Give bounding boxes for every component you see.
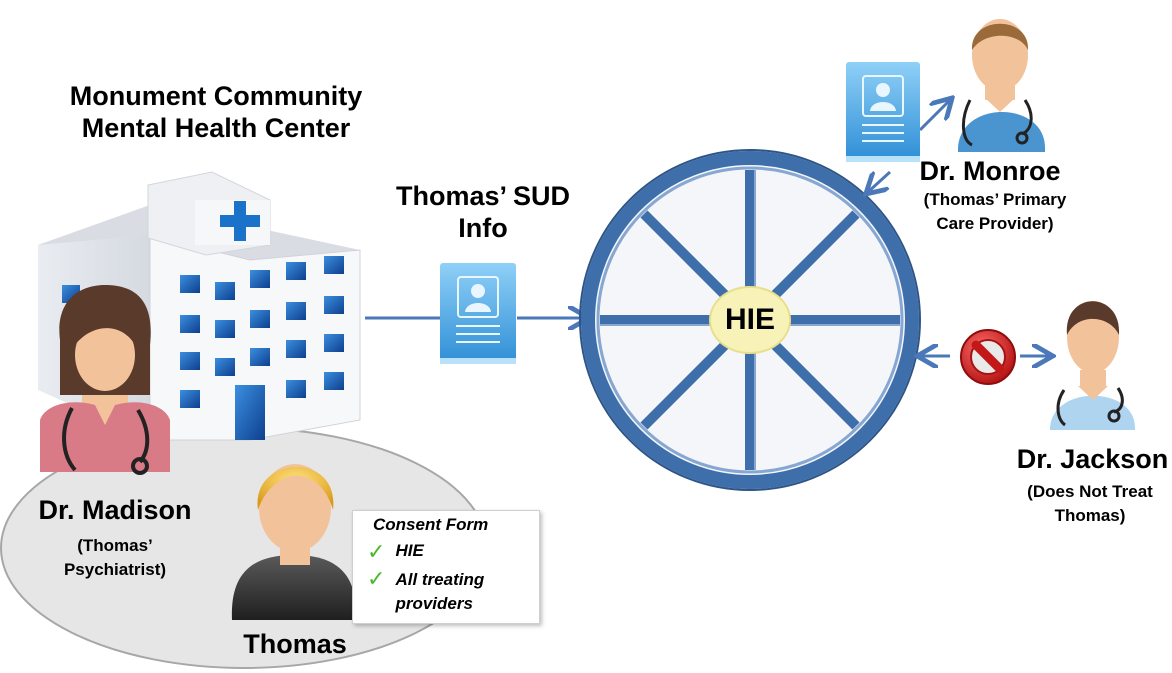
patient-name: Thomas [243,629,347,659]
monroe-role: (Thomas’ Primary Care Provider) [895,188,1095,236]
monroe-name: Dr. Monroe [919,156,1061,186]
jackson-role-line2: Thomas) [1054,506,1126,525]
consent-item-label: All treating providers [395,568,484,616]
monroe-incoming-arrow [868,170,892,192]
sud-info-label: Thomas’ SUD Info [385,180,581,244]
document-icon [440,263,516,364]
consent-item-hie: ✓ HIE [367,541,424,563]
jackson-role: (Does Not Treat Thomas) [1010,480,1170,528]
center-name-line2: Mental Health Center [81,113,351,143]
jackson-role-line1: (Does Not Treat [1027,482,1153,501]
monroe-role-line1: (Thomas’ Primary [923,190,1067,209]
consent-form-title: Consent Form [373,515,489,534]
monroe-role-line2: Care Provider) [936,214,1054,233]
hie-label: HIE [724,303,775,336]
monroe-document-icon [846,62,920,162]
sud-info-line1: Thomas’ SUD [395,181,571,211]
doctor-jackson-icon [1050,301,1135,430]
consent-item-label: HIE [395,541,424,560]
consent-item-line2: providers [395,594,473,613]
center-name-line1: Monument Community [69,81,363,111]
madison-role: (Thomas’ Psychiatrist) [40,534,190,582]
doctor-monroe-icon [958,19,1045,152]
madison-role-line1: (Thomas’ [77,536,153,555]
consent-item-providers: ✓ All treating providers [367,568,484,616]
jackson-name: Dr. Jackson [1016,444,1169,474]
checkmark-icon: ✓ [367,566,386,591]
consent-form: Consent Form ✓ HIE ✓ All treating provid… [352,510,540,624]
patient-thomas-icon [231,464,357,620]
monroe-outgoing-arrow [918,100,950,132]
madison-role-line2: Psychiatrist) [63,560,167,579]
sud-info-line2: Info [458,213,508,243]
madison-name: Dr. Madison [38,495,192,525]
hie-wheel-icon [579,149,921,491]
no-entry-icon [960,329,1016,385]
consent-item-line1: All treating [395,570,485,589]
checkmark-icon: ✓ [367,539,386,564]
doctor-madison-icon [40,285,170,475]
center-name: Monument Community Mental Health Center [56,80,376,144]
